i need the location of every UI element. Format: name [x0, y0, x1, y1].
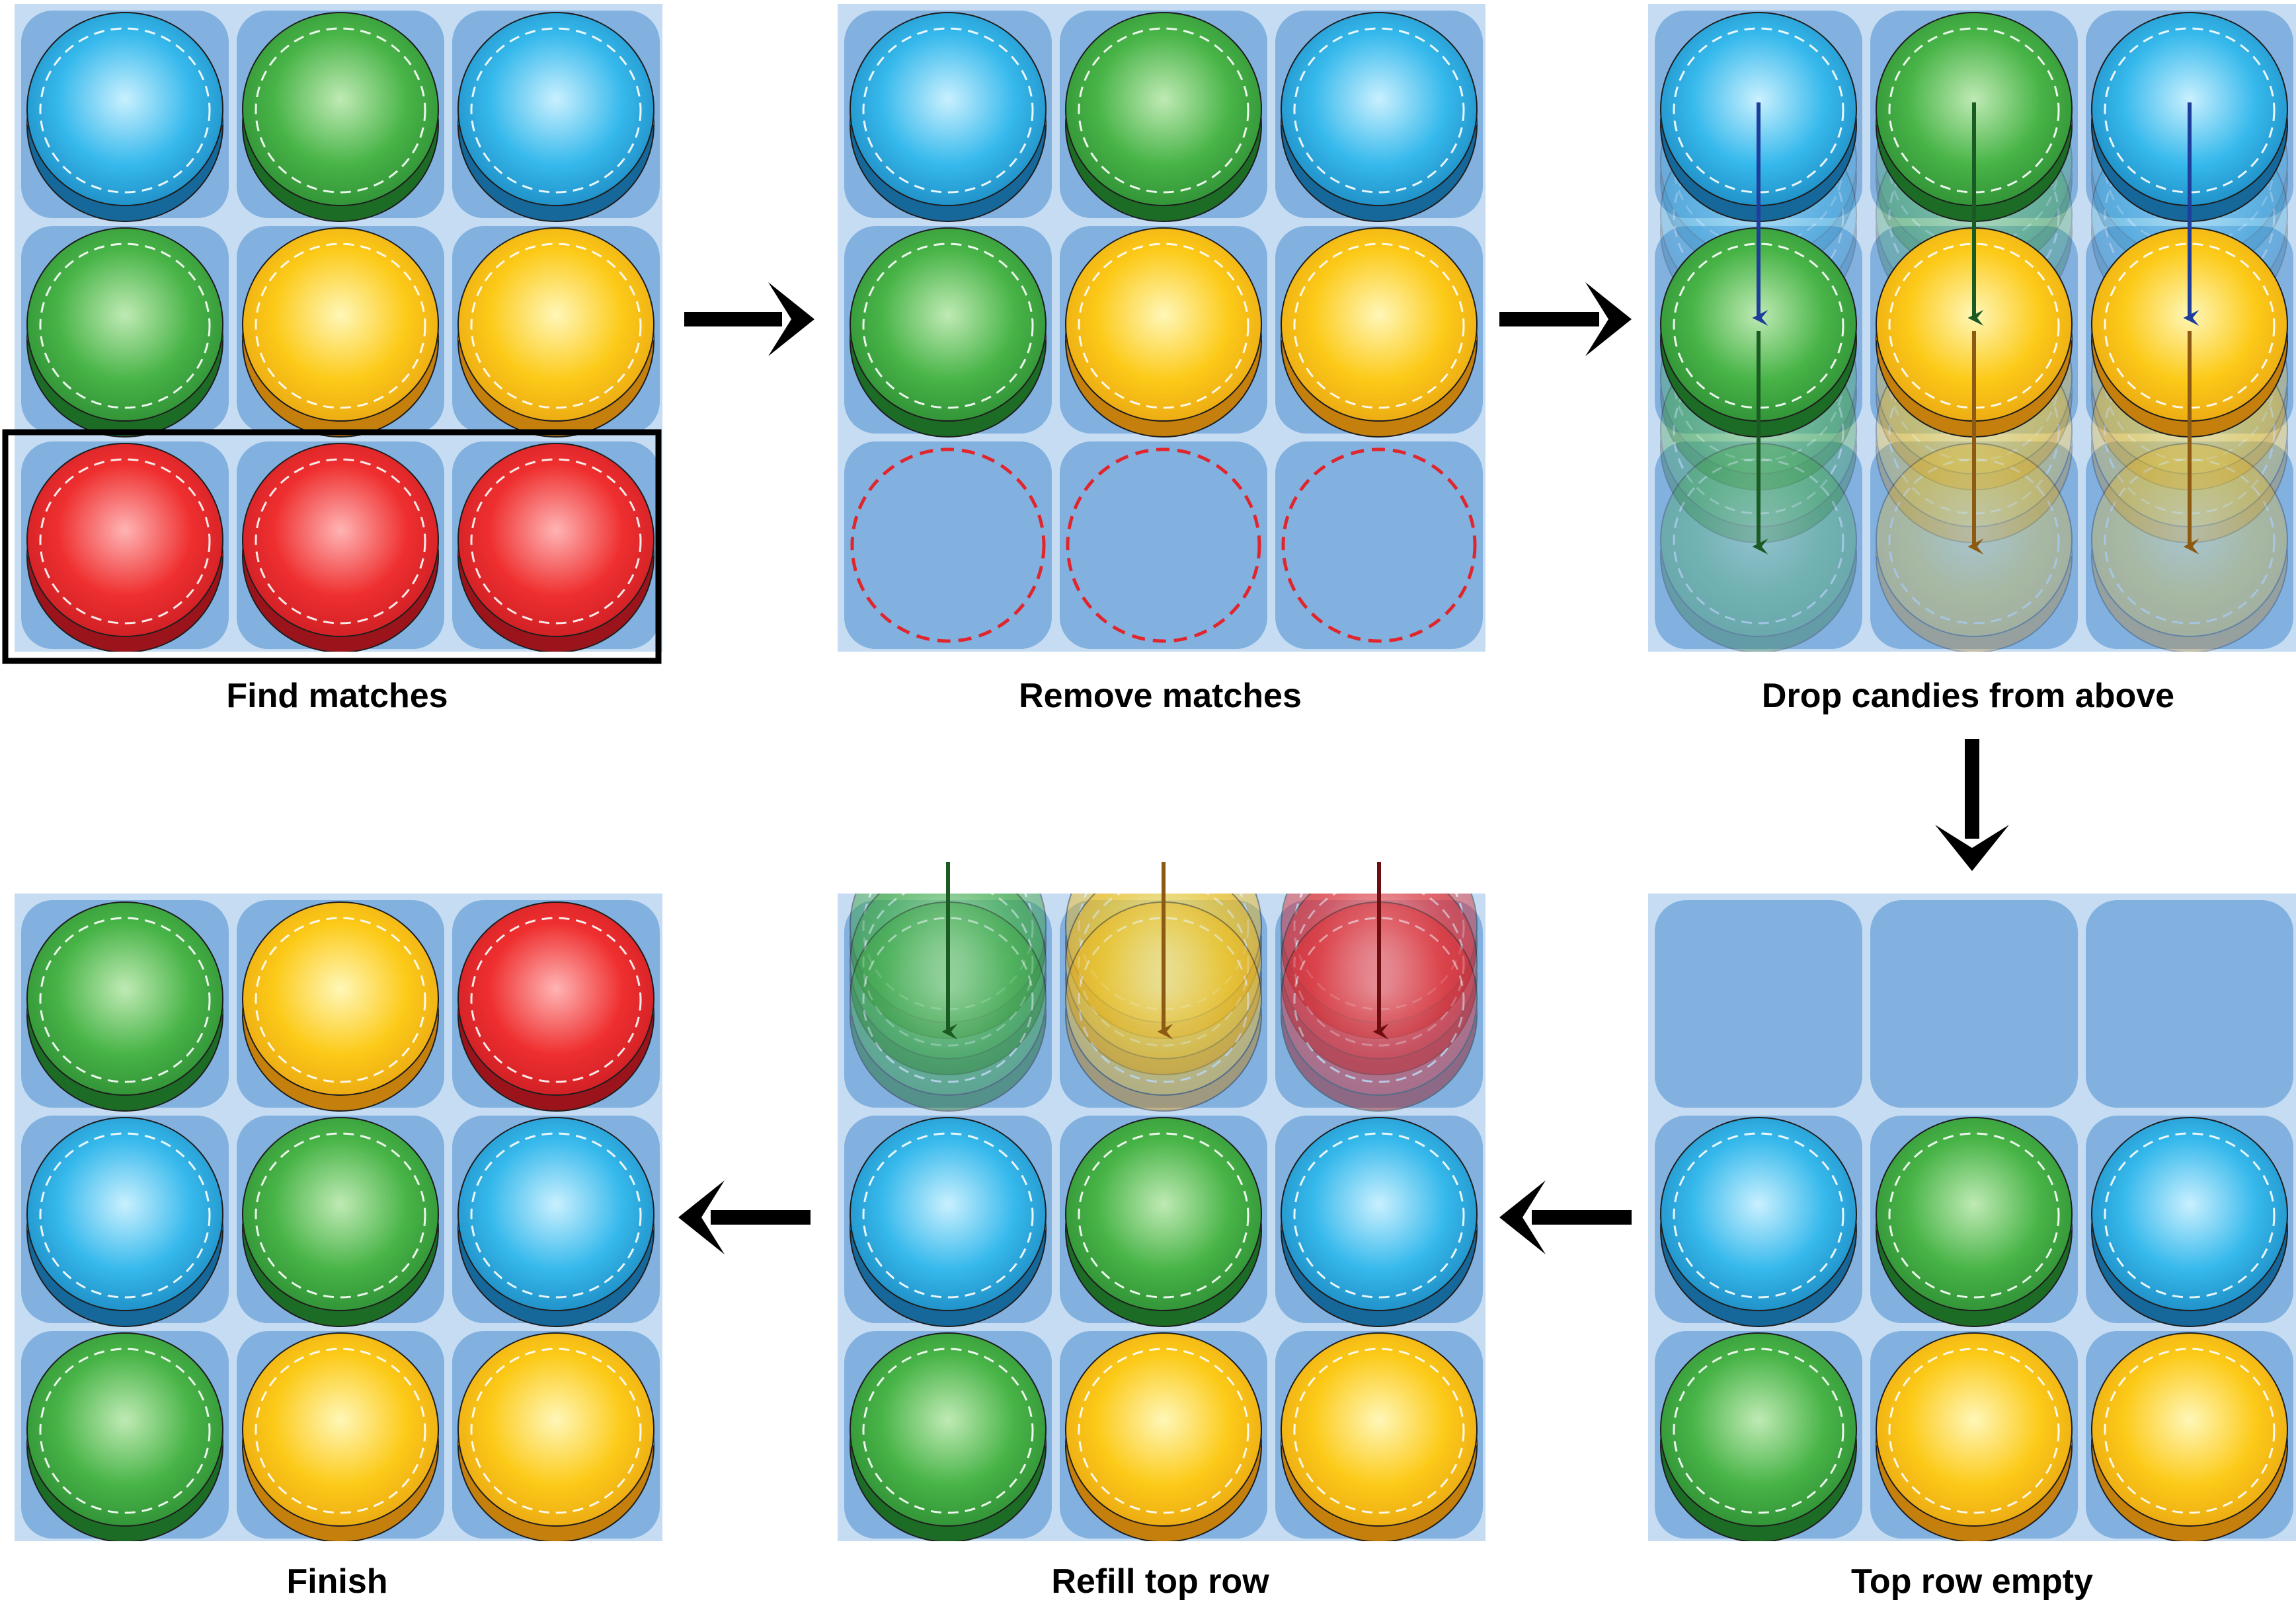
- flow-arrow-left: [1499, 1180, 1632, 1254]
- panel-find-matches: [2, 4, 662, 664]
- candy-green: [242, 12, 439, 222]
- candy-blue: [2091, 1117, 2288, 1327]
- candy-blue: [1660, 1117, 1857, 1327]
- removed-candy-outline: [850, 447, 1046, 643]
- candy-yellow: [1281, 227, 1478, 438]
- candy-yellow: [242, 1332, 439, 1541]
- candy-yellow: [1876, 1332, 2073, 1541]
- panel-finish: [15, 894, 662, 1541]
- candy-yellow: [2091, 1332, 2288, 1541]
- candy-yellow: [242, 227, 439, 438]
- candy-green: [242, 1117, 439, 1327]
- removed-candy-outline: [1281, 447, 1477, 643]
- candy-red: [457, 443, 654, 652]
- candy-yellow: [1065, 1332, 1262, 1541]
- flow-arrow-right: [1499, 282, 1632, 356]
- grid-cell: [1060, 441, 1267, 649]
- candy-green: [1660, 1332, 1857, 1541]
- candy-blue: [26, 1117, 223, 1327]
- candy-green: [26, 227, 223, 438]
- panel-caption: Refill top row: [1051, 1562, 1269, 1601]
- panel-top-row-empty: [1648, 894, 2296, 1541]
- grid-cell: [1655, 900, 1862, 1108]
- candy-red: [457, 901, 654, 1112]
- candy-green: [850, 1332, 1047, 1541]
- panel-caption: Top row empty: [1851, 1562, 2093, 1601]
- panel-caption: Finish: [286, 1562, 387, 1601]
- candy-green: [850, 227, 1047, 438]
- candy-blue: [850, 1117, 1047, 1327]
- candy-blue: [26, 12, 223, 222]
- match-highlight-frame: [2, 429, 662, 664]
- candy-blue: [1281, 1117, 1478, 1327]
- flow-arrow-left: [678, 1180, 811, 1254]
- candy-blue: [457, 12, 654, 222]
- candy-yellow: [1065, 227, 1262, 438]
- panel-caption: Drop candies from above: [1762, 677, 2174, 715]
- panel-drop-candies: [1648, 4, 2296, 652]
- candy-blue: [850, 12, 1047, 222]
- panel-caption: Find matches: [226, 677, 448, 715]
- candy-green: [26, 1332, 223, 1541]
- flow-arrow-down: [1935, 739, 2009, 871]
- grid-cell: [2086, 900, 2293, 1108]
- candy-blue: [457, 1117, 654, 1327]
- grid-cell: [1275, 441, 1483, 649]
- candy-red: [242, 443, 439, 652]
- grid-cell: [1870, 900, 2078, 1108]
- grid-cell: [844, 441, 1052, 649]
- candy-green: [1065, 12, 1262, 222]
- candy-yellow: [1281, 1332, 1478, 1541]
- candy-yellow: [457, 1332, 654, 1541]
- candy-yellow: [242, 901, 439, 1112]
- panel-remove-matches: [838, 4, 1485, 652]
- panel-caption: Remove matches: [1019, 677, 1302, 715]
- removed-candy-outline: [1066, 447, 1261, 643]
- candy-red: [26, 443, 223, 652]
- candy-blue: [1281, 12, 1478, 222]
- flow-arrow-right: [684, 282, 814, 356]
- candy-yellow: [457, 227, 654, 438]
- candy-green: [26, 901, 223, 1112]
- candy-green: [1876, 1117, 2073, 1327]
- candy-green: [1065, 1117, 1262, 1327]
